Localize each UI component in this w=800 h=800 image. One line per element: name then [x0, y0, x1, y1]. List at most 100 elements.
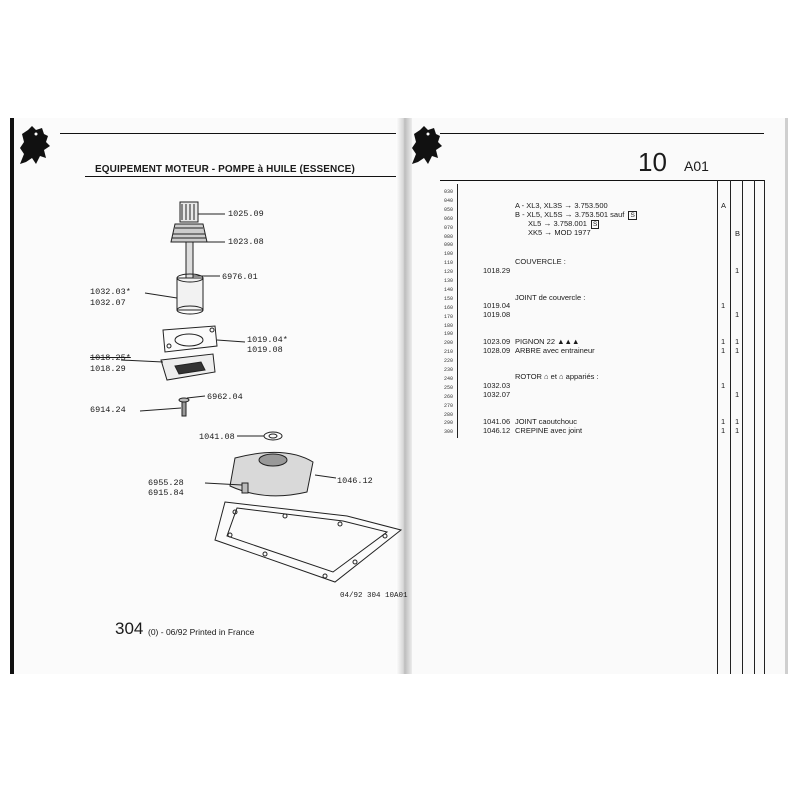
line-number: 280 [444, 411, 454, 418]
arrow-right-icon: → [564, 210, 573, 219]
applicability-label: A - XL3, XL3S [515, 201, 563, 210]
section-code: A01 [684, 158, 709, 174]
line-number: 270 [444, 402, 454, 409]
line-number: 030 [444, 189, 454, 195]
engine-icon: ⌂ [544, 372, 549, 381]
part-ref: 1019.08 [483, 310, 511, 319]
qty-col1: 1 [721, 381, 726, 390]
applicability-value: 3.758.001 [553, 219, 587, 228]
part-callout: 1019.04* [247, 335, 288, 345]
part-ref: 1023.09 [483, 337, 511, 346]
part-ref: 1032.07 [483, 390, 511, 399]
oil-pump-diagram [120, 201, 403, 583]
part-callout: 6955.28 [148, 478, 184, 488]
line-number: 040 [444, 197, 454, 204]
part-ref: 1028.09 [483, 346, 511, 355]
part-callout: 1019.08 [247, 345, 283, 355]
applicability-col-b: B [735, 229, 741, 238]
line-number: 080 [444, 233, 454, 240]
engine-icon: ⌂ [559, 372, 564, 381]
line-number: 110 [444, 260, 454, 267]
line-number: 190 [444, 331, 454, 338]
part-ref: 1041.06 [483, 417, 511, 426]
header-rule [440, 133, 764, 134]
line-number: 140 [444, 286, 454, 293]
right-page [404, 118, 788, 674]
line-number: 050 [444, 206, 454, 213]
qty-col2: 1 [735, 390, 740, 399]
lion-logo-icon [412, 126, 442, 164]
part-callout: 1032.07 [90, 298, 126, 308]
line-number: 090 [444, 242, 454, 249]
applicability-label: B - XL5, XL5S [515, 210, 563, 219]
qty-col1: 1 [721, 301, 726, 310]
qty-col2: 1 [735, 337, 740, 346]
page-footer: (0) - 06/92 Printed in France [148, 627, 255, 637]
part-callout: 6976.01 [222, 272, 258, 282]
rotor-title: ROTOR [515, 372, 542, 381]
line-number: 130 [444, 278, 454, 284]
qty-col1: 1 [721, 346, 726, 355]
line-number: 060 [444, 215, 454, 222]
rotor-conjunction: et [550, 372, 557, 381]
line-number: 160 [444, 304, 454, 311]
line-number: 240 [444, 375, 454, 382]
applicability-row: B - XL5, XL5S → 3.753.501 sauf S [515, 210, 637, 220]
applicability-label: XL5 [528, 219, 542, 228]
title-rule [85, 176, 396, 177]
arrow-right-icon: → [564, 201, 573, 210]
part-callout: 1018.29 [90, 364, 126, 374]
applicability-row: XL5 → 3.758.001 S [528, 219, 600, 229]
page-number: 304 [115, 619, 144, 638]
box-marker: S [591, 220, 600, 229]
part-desc: PIGNON 22 ▲▲▲ [515, 337, 580, 346]
line-number: 070 [444, 224, 454, 231]
qty-col2: 1 [735, 417, 740, 426]
applicability-row: XK5 → MOD 1977 [528, 228, 591, 237]
qty-col2: 1 [735, 426, 740, 435]
part-callout: 1023.08 [228, 237, 264, 247]
part-callout: 6962.04 [207, 392, 243, 402]
line-number: 260 [444, 393, 454, 400]
part-callout: 1046.12 [337, 476, 373, 486]
applicability-value: 3.753.500 [574, 201, 608, 210]
qty-col1: 1 [721, 417, 726, 426]
part-callout: 1025.09 [228, 209, 264, 219]
part-callout: 6915.84 [148, 488, 184, 498]
column-divider [730, 180, 731, 674]
part-ref: 1018.29 [483, 266, 511, 275]
qty-col1: 1 [721, 426, 726, 435]
column-divider [717, 180, 718, 674]
line-number: 220 [444, 358, 454, 365]
qty-col1: 1 [721, 337, 726, 346]
line-number: 210 [444, 349, 454, 356]
part-desc: CREPINE avec joint [515, 426, 583, 435]
applicability-label: XK5 [528, 228, 543, 237]
line-number: 170 [444, 313, 454, 320]
title-rule [440, 180, 764, 181]
part-callout: 1041.08 [199, 432, 235, 442]
line-number: 100 [444, 251, 454, 258]
line-number: 300 [444, 429, 454, 436]
page-title: EQUIPEMENT MOTEUR - POMPE à HUILE (ESSEN… [95, 164, 355, 175]
group-title: JOINT de couvercle : [515, 293, 586, 302]
page-edge [10, 118, 14, 674]
part-ref: 1046.12 [483, 426, 511, 435]
group-title: ROTOR ⌂ et ⌂ appariés : [515, 372, 599, 381]
left-page [10, 118, 405, 674]
column-divider [764, 180, 765, 674]
part-desc: ARBRE avec entraineur [515, 346, 595, 355]
column-divider [754, 180, 755, 674]
qty-col2: 1 [735, 266, 740, 275]
part-ref: 1019.04 [483, 301, 511, 310]
line-number: 290 [444, 420, 454, 427]
rotor-suffix: appariés : [565, 372, 599, 381]
line-number: 250 [444, 384, 454, 391]
applicability-col-a: A [721, 201, 727, 210]
part-callout: 1018.25* [90, 353, 131, 363]
book-gutter [396, 118, 412, 674]
applicability-row: A - XL3, XL3S → 3.753.500 [515, 201, 608, 210]
lion-logo-icon [20, 126, 50, 164]
arrow-right-icon: → [544, 228, 553, 237]
